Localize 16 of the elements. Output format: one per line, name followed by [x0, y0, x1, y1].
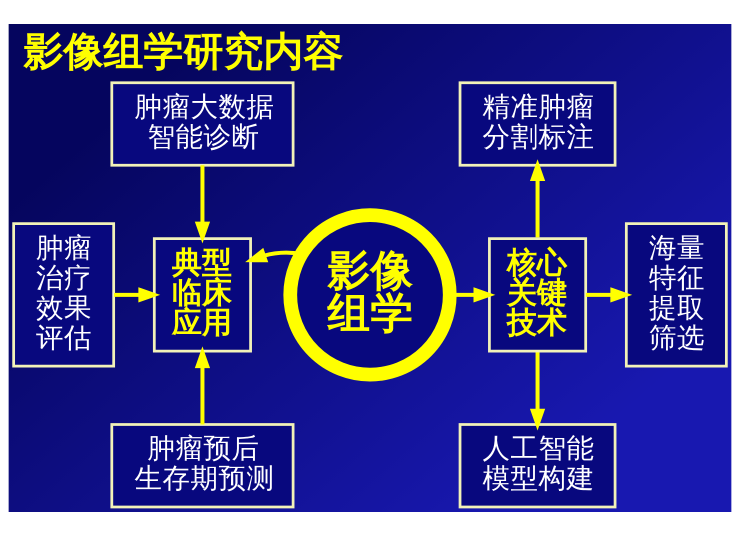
node-box: 海量特征提取筛选 — [624, 222, 728, 368]
arrow — [114, 287, 160, 303]
diagram-title: 影像组学研究内容 — [24, 28, 344, 75]
arrow — [586, 287, 632, 303]
arrow — [530, 352, 546, 431]
arrow — [194, 346, 210, 424]
node-box: 典型临床应用 — [152, 237, 252, 353]
node-box: 核心关键技术 — [488, 237, 588, 353]
node-circle: 影像组学 — [283, 208, 457, 382]
node-box: 肿瘤大数据智能诊断 — [110, 81, 294, 167]
node-box: 肿瘤预后生存期预测 — [110, 423, 294, 508]
arrow — [194, 165, 210, 244]
node-box: 人工智能模型构建 — [458, 423, 616, 508]
node-box: 精准肿瘤分割标注 — [458, 81, 616, 167]
node-box: 肿瘤治疗效果评估 — [12, 222, 116, 368]
arrow — [530, 159, 546, 238]
